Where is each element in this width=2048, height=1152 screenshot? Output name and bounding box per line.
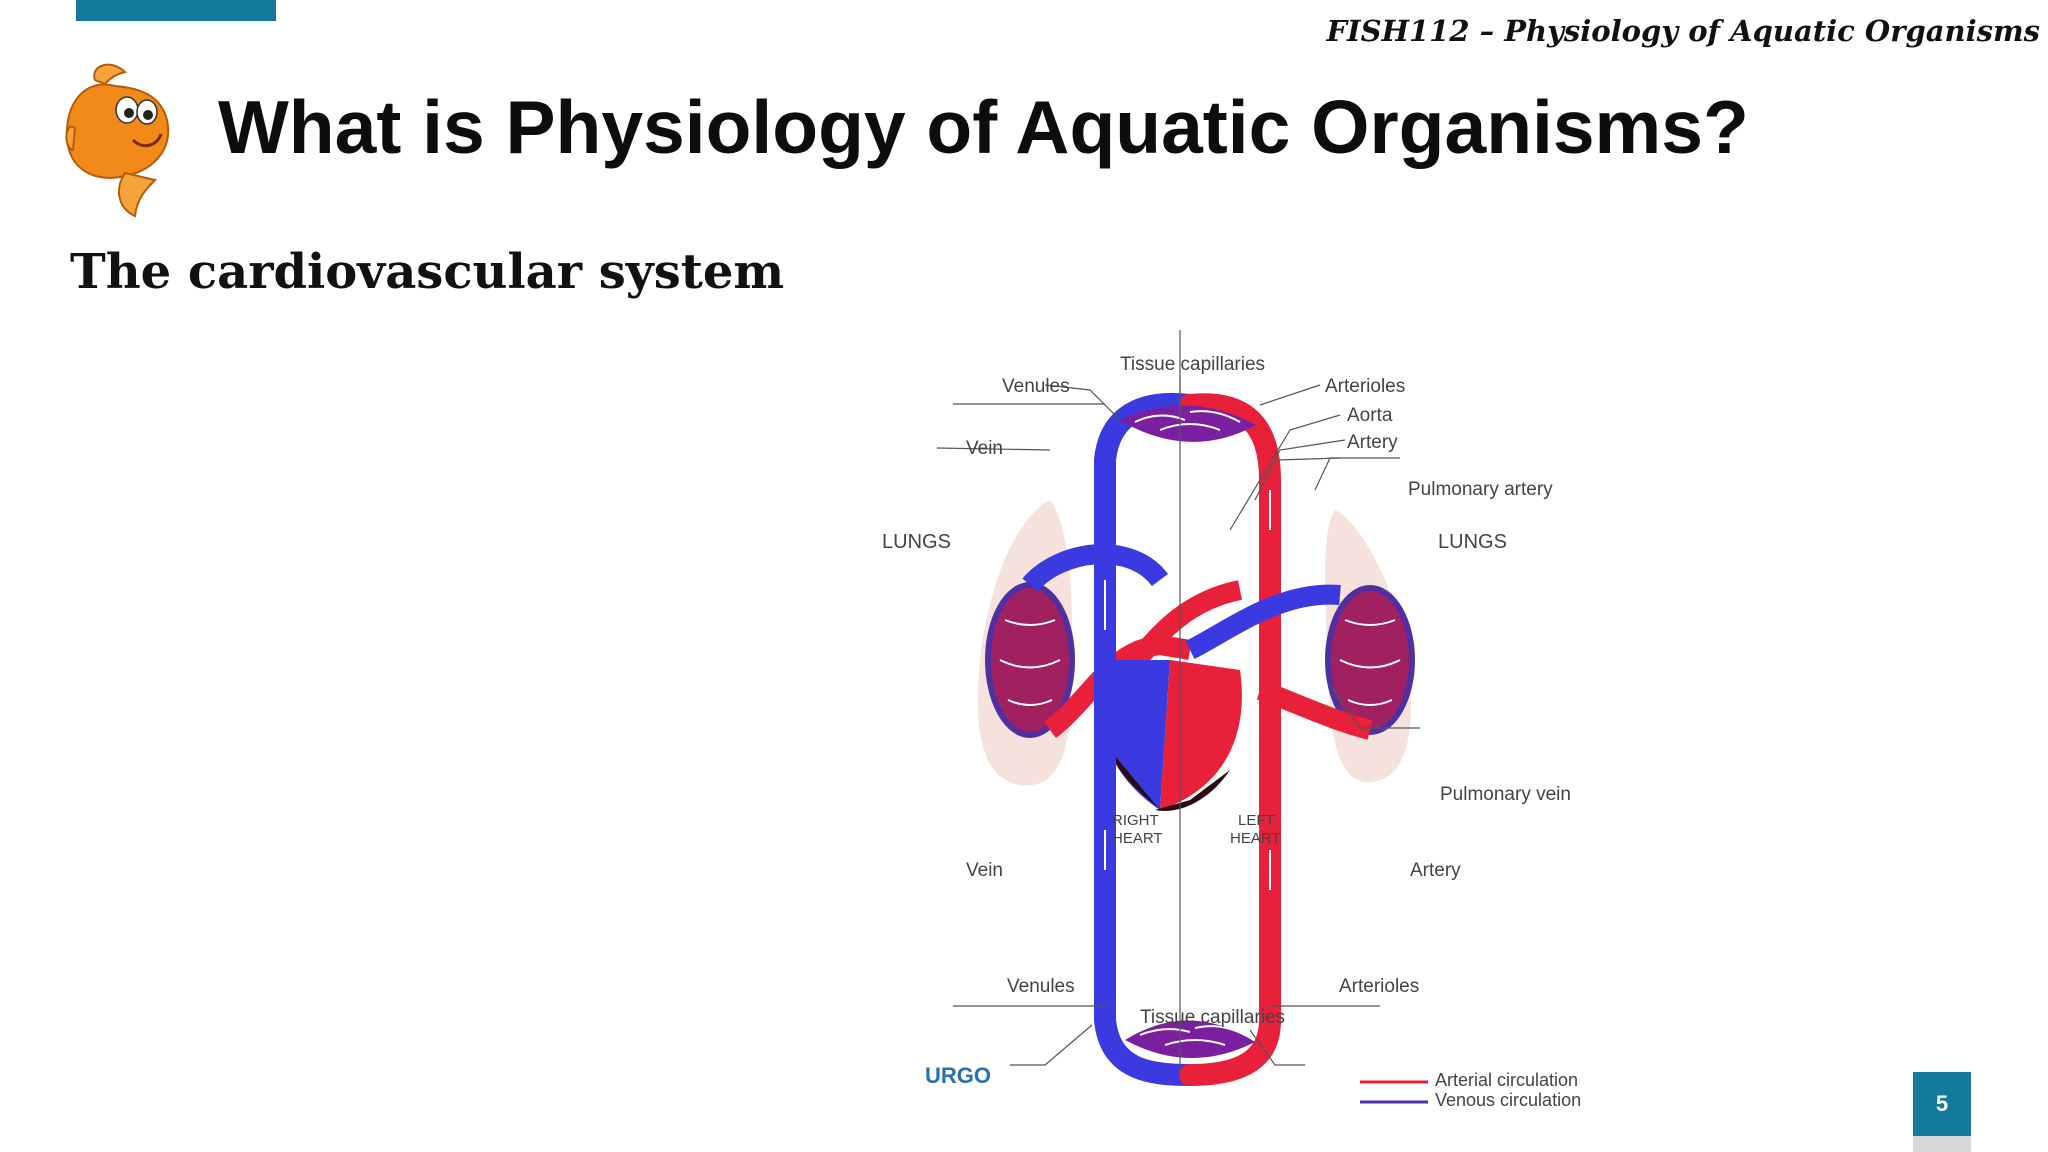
label-tissue-capillaries-top: Tissue capillaries bbox=[1120, 354, 1265, 375]
legend-venous-label: Venous circulation bbox=[1435, 1090, 1581, 1110]
bottom-venous-loop bbox=[1094, 1009, 1201, 1086]
pulmonary-arterial-crossover bbox=[1122, 580, 1243, 677]
bottom-arterial-loop bbox=[1179, 1009, 1281, 1086]
label-venules-bottom: Venules bbox=[1007, 976, 1075, 997]
right-heart bbox=[1100, 660, 1170, 810]
label-pulmonary-artery: Pulmonary artery bbox=[1408, 479, 1553, 500]
pulmonary-venous-left bbox=[1022, 544, 1168, 592]
urgo-logo: URGO bbox=[925, 1063, 991, 1088]
label-arterioles-top: Arterioles bbox=[1325, 376, 1405, 397]
label-arterioles-bottom: Arterioles bbox=[1339, 976, 1419, 997]
label-artery-top: Artery bbox=[1347, 432, 1398, 453]
top-venous-loop bbox=[1094, 392, 1201, 571]
label-right-heart-1: RIGHT bbox=[1112, 812, 1159, 829]
top-accent-bar bbox=[76, 0, 276, 21]
pulmonary-venous-right bbox=[1185, 584, 1341, 659]
section-subtitle: The cardiovascular system bbox=[70, 244, 785, 300]
label-left-heart-1: LEFT bbox=[1238, 812, 1275, 829]
label-aorta: Aorta bbox=[1347, 405, 1393, 426]
page-title: What is Physiology of Aquatic Organisms? bbox=[218, 85, 1749, 169]
pulmonary-arterial-right bbox=[1256, 680, 1373, 740]
legend-arterial-label: Arterial circulation bbox=[1435, 1070, 1578, 1090]
goldfish-icon bbox=[65, 63, 170, 218]
left-heart bbox=[1160, 660, 1242, 810]
label-left-heart-2: HEART bbox=[1230, 830, 1281, 847]
label-right-heart-2: HEART bbox=[1112, 830, 1163, 847]
page-number-strip bbox=[1913, 1136, 1971, 1152]
cardiovascular-diagram: Tissue capillaries Venules Arterioles Ao… bbox=[882, 330, 1581, 1110]
course-title: FISH112 – Physiology of Aquatic Organism… bbox=[1326, 14, 2040, 48]
label-lungs-left: LUNGS bbox=[882, 531, 951, 553]
heart-septum bbox=[1110, 750, 1160, 810]
label-pulmonary-vein: Pulmonary vein bbox=[1440, 784, 1571, 805]
right-lung-capillaries bbox=[1325, 585, 1415, 735]
label-venules-top: Venules bbox=[1002, 376, 1070, 397]
label-tissue-capillaries-bottom: Tissue capillaries bbox=[1140, 1007, 1285, 1028]
label-vein-top: Vein bbox=[966, 438, 1003, 459]
label-artery-bottom: Artery bbox=[1410, 860, 1461, 881]
label-lungs-right: LUNGS bbox=[1438, 531, 1507, 553]
label-vein-bottom: Vein bbox=[966, 860, 1003, 881]
page-number: 5 bbox=[1913, 1072, 1971, 1136]
